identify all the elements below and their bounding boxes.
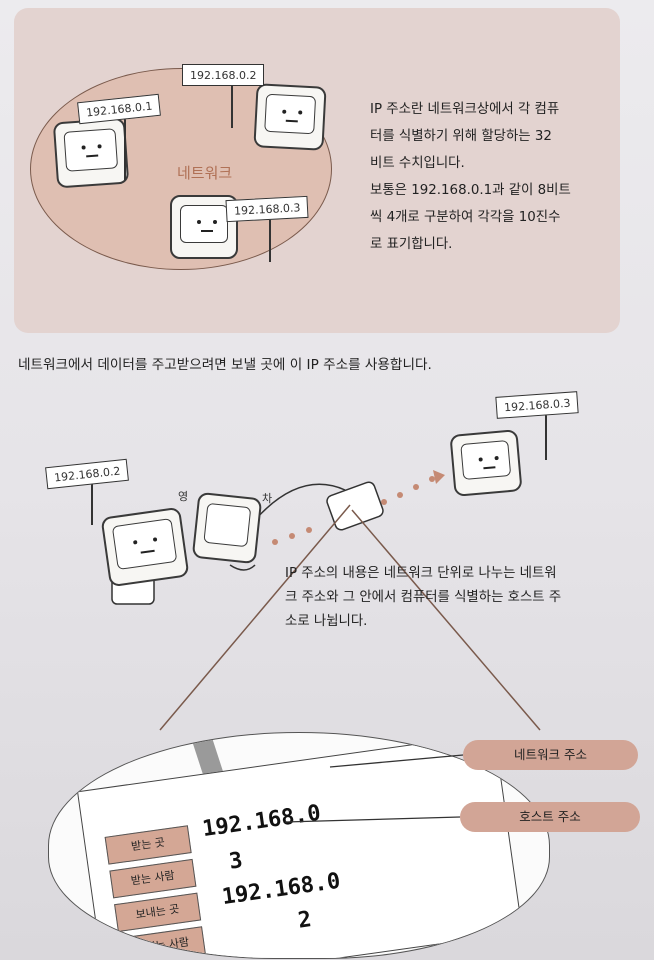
network-address-callout: 네트워크 주소 bbox=[463, 740, 638, 770]
ip-sign: 192.168.0.2 bbox=[182, 64, 265, 86]
top-paragraph: IP 주소란 네트워크상에서 각 컴퓨 터를 식별하기 위해 할당하는 32 비… bbox=[370, 102, 571, 252]
effort-sound: 차 bbox=[262, 492, 273, 505]
middle-sentence: 네트워크에서 데이터를 주고받으려면 보낼 곳에 이 IP 주소를 사용합니다. bbox=[18, 357, 432, 373]
bottom-paragraph: IP 주소의 내용은 네트워크 단위로 나누는 네트워 크 주소와 그 안에서 … bbox=[285, 566, 562, 629]
sign-posts bbox=[124, 85, 271, 262]
delivery-illustration bbox=[91, 410, 547, 731]
zoomed-shipping-label: 받는 곳 받는 사람 보내는 곳 보내는 사람 192.168.0 3 192.… bbox=[48, 732, 550, 959]
effort-sound: 영 bbox=[178, 490, 189, 503]
host-address-callout: 호스트 주소 bbox=[460, 802, 640, 832]
network-label: 네트워크 bbox=[177, 164, 233, 182]
